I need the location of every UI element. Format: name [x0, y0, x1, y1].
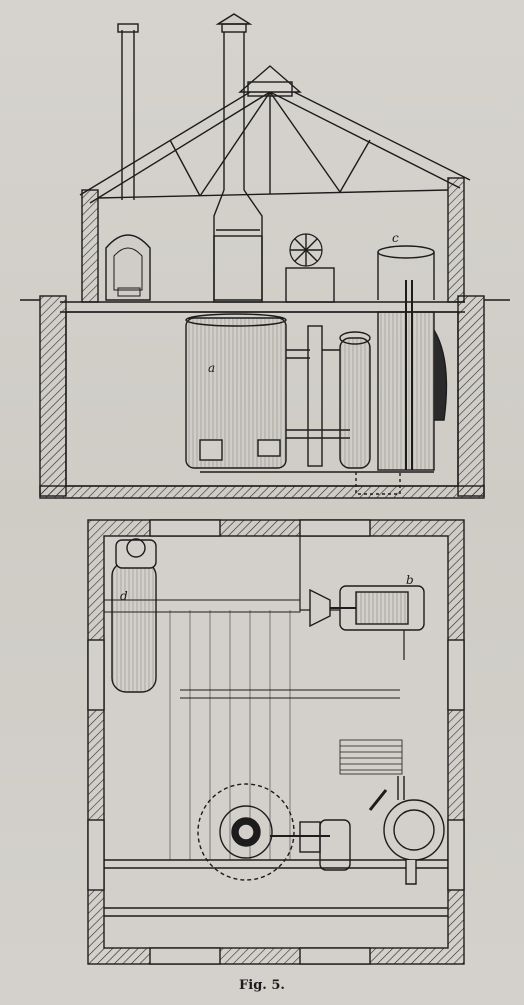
label-d: d	[120, 589, 128, 603]
label-a: a	[208, 361, 215, 375]
label-c: c	[392, 231, 399, 245]
section-elevation-view	[20, 13, 510, 499]
label-b: b	[406, 573, 414, 587]
figure-caption: Fig. 5.	[239, 978, 285, 993]
plan-view	[87, 519, 465, 965]
